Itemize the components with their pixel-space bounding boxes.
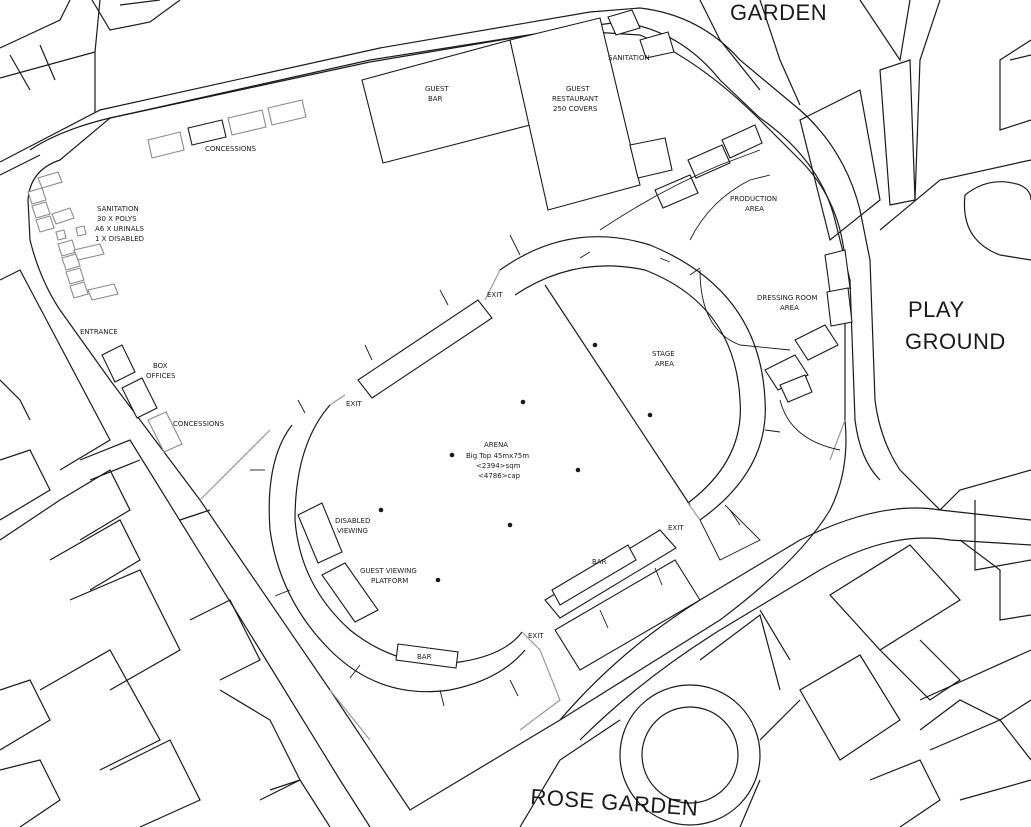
sanitation-left-units (27, 171, 119, 301)
restaurant-label-3: 250 COVERS (553, 105, 598, 113)
entrance-label: ENTRANCE (80, 328, 118, 336)
platform-label-1: GUEST VIEWING (360, 567, 417, 575)
bar-bottom-label: BAR (417, 653, 432, 661)
bar-right-label: BAR (592, 558, 607, 566)
restaurant-label-2: RESTAURANT (552, 95, 599, 103)
guest-bar-label-1: GUEST (425, 85, 449, 93)
site-boundary (27, 29, 847, 811)
concessions-left-label: CONCESSIONS (173, 420, 225, 428)
arena-label-3: <2394>sqm (476, 462, 521, 470)
arena-label-4: <4786>cap (478, 472, 521, 480)
guest-viewing-platform (321, 562, 379, 623)
dressing-label-2: AREA (780, 304, 799, 312)
exit-left-label: EXIT (346, 400, 362, 408)
arena-label-2: Big Top 45mx75m (466, 452, 529, 460)
disabled-viewing-platform (297, 502, 343, 564)
dressing-label-1: DRESSING ROOM (757, 294, 817, 302)
guest-bar-label-2: BAR (428, 95, 443, 103)
tent-poles (378, 342, 653, 583)
stage-label-1: STAGE (652, 350, 675, 358)
box-offices-label-1: BOX (153, 362, 168, 370)
production-label-2: AREA (745, 205, 764, 213)
guest-bar-building (361, 39, 531, 164)
stage-label-2: AREA (655, 360, 674, 368)
box-office-units (101, 344, 183, 453)
disabled-label-2: VIEWING (337, 527, 368, 535)
sanitation-left-label-2: 30 X POLYS (97, 215, 137, 223)
bar-bottom-unit (395, 643, 459, 669)
arena-label-1: ARENA (484, 441, 508, 449)
sanitation-left-label-1: SANITATION (97, 205, 139, 213)
sanitation-left-label-3: A6 X URINALS (95, 225, 144, 233)
disabled-label-1: DISABLED (335, 517, 370, 525)
exit-bottom-label: EXIT (528, 632, 544, 640)
sanitation-left-label-4: 1 X DISABLED (95, 235, 144, 243)
guest-restaurant-building (509, 17, 673, 211)
dressing-room-units (699, 249, 853, 451)
ground-label: GROUND (905, 329, 1006, 354)
box-offices-label-2: OFFICES (146, 372, 176, 380)
production-area-units (599, 124, 771, 241)
exit-top-label: EXIT (487, 291, 503, 299)
map-labels: GARDEN PLAY GROUND ROSE GARDEN SANITATIO… (80, 0, 1006, 821)
garden-label: GARDEN (730, 0, 827, 25)
play-label: PLAY (908, 297, 965, 322)
concessions-top-units (147, 99, 307, 159)
exit-right-label: EXIT (668, 524, 684, 532)
production-label-1: PRODUCTION (730, 195, 777, 203)
platform-label-2: PLATFORM (371, 577, 408, 585)
sanitation-top-units (607, 9, 675, 59)
rose-garden-label: ROSE GARDEN (530, 784, 699, 821)
restaurant-label-1: GUEST (566, 85, 590, 93)
concessions-top-label: CONCESSIONS (205, 145, 257, 153)
sanitation-top-label: SANITATION (608, 54, 650, 62)
arena-big-top (250, 234, 781, 731)
